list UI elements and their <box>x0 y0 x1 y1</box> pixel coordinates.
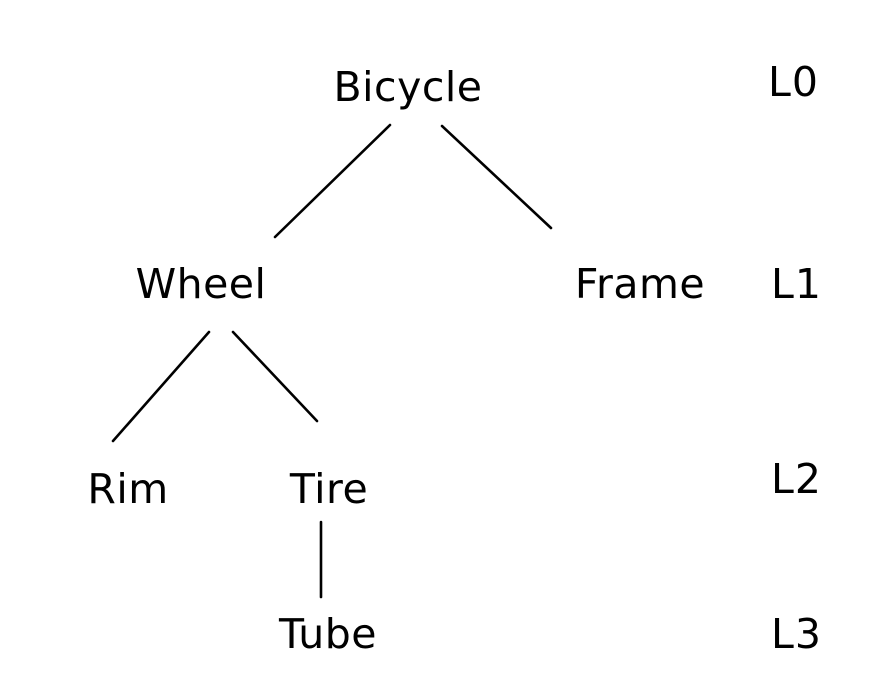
edge-wheel-rim <box>111 330 211 443</box>
node-wheel[interactable]: Wheel <box>135 260 267 308</box>
node-tire[interactable]: Tire <box>289 465 369 513</box>
level-label-l1: L1 <box>771 260 822 308</box>
node-bicycle[interactable]: Bicycle <box>333 63 483 111</box>
level-label-l3: L3 <box>771 610 822 658</box>
level-label-l0: L0 <box>768 58 819 106</box>
node-tube[interactable]: Tube <box>278 610 378 658</box>
edge-wheel-tire <box>231 330 319 423</box>
edge-bicycle-frame <box>440 124 553 230</box>
node-frame[interactable]: Frame <box>574 260 706 308</box>
level-label-l2: L2 <box>771 455 822 503</box>
node-rim[interactable]: Rim <box>87 465 169 513</box>
edge-bicycle-wheel <box>273 123 392 239</box>
